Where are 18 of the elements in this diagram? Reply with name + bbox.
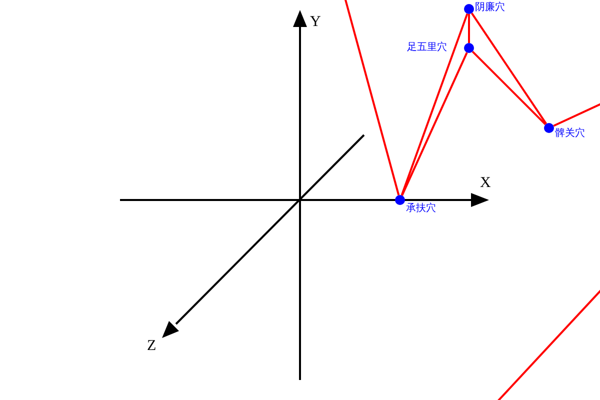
connector-line bbox=[553, 102, 600, 127]
point-marker-icon bbox=[544, 123, 554, 133]
point-label: 承扶穴 bbox=[406, 203, 436, 215]
point-marker-icon bbox=[395, 195, 405, 205]
point-label: 髀关穴 bbox=[555, 128, 585, 140]
connector-line bbox=[468, 14, 470, 43]
axis-label: X bbox=[480, 175, 491, 191]
point-label: 足五里穴 bbox=[407, 42, 447, 54]
point-label: 阴廉穴 bbox=[475, 2, 505, 14]
axis-label: Z bbox=[147, 338, 156, 354]
connector-line bbox=[470, 12, 548, 124]
connector-line bbox=[344, 0, 400, 196]
point-marker-icon bbox=[464, 4, 474, 14]
axis-label: Y bbox=[310, 14, 321, 30]
connector-line bbox=[472, 50, 546, 126]
connector-line bbox=[401, 52, 468, 196]
point-marker-icon bbox=[464, 43, 474, 53]
connector-line bbox=[400, 13, 468, 196]
